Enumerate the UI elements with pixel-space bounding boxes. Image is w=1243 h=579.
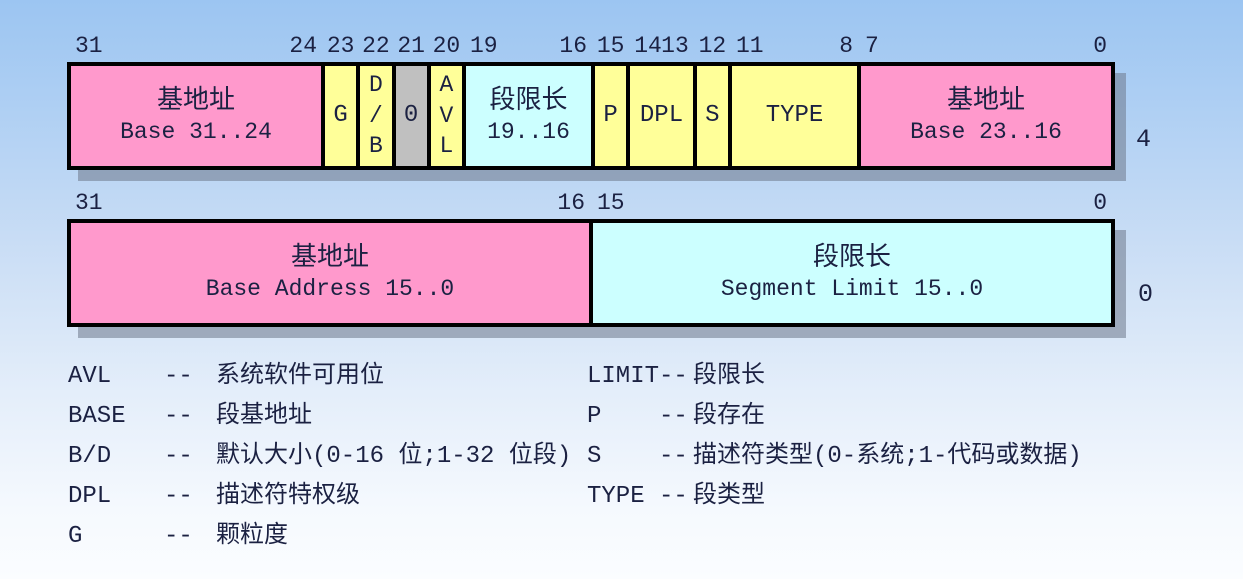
field-letter: DPL <box>639 101 684 129</box>
field-dpl: 14 13 DPL <box>630 33 693 166</box>
legend-row-limit: LIMIT -- 段限长 <box>587 357 1082 397</box>
byte-offset-low: 0 <box>1138 280 1154 309</box>
field-segment-limit-15-0: 15 0 段限长 Segment Limit 15..0 <box>593 190 1111 323</box>
bit-label-22: 22 <box>362 33 390 59</box>
legend-term: TYPE <box>587 483 645 510</box>
legend-dash: -- <box>164 483 193 510</box>
legend-desc: 默认大小(0-16 位;1-32 位段) <box>216 443 572 470</box>
legend-term: LIMIT <box>587 363 660 390</box>
legend-desc: 段限长 <box>693 363 765 390</box>
field-reserved-zero: 21 0 <box>395 33 427 166</box>
bit-label-15: 15 <box>596 33 625 59</box>
bit-label-14: 14 <box>634 33 662 59</box>
legend-row-base: BASE -- 段基地址 <box>68 397 571 437</box>
bit-label-16: 16 <box>557 190 585 216</box>
field-name-en: Segment Limit 15..0 <box>720 276 984 303</box>
field-name-en: Base 31..24 <box>120 119 272 146</box>
legend-term: DPL <box>68 483 112 510</box>
bit-label-15: 15 <box>597 190 625 216</box>
legend-left-column: AVL -- 系统软件可用位 BASE -- 段基地址 B/D -- 默认大小(… <box>68 357 571 557</box>
legend-dash: -- <box>164 443 193 470</box>
legend-dash: -- <box>659 363 688 390</box>
legend-row-avl: AVL -- 系统软件可用位 <box>68 357 571 397</box>
field-g: 23 G <box>325 33 357 166</box>
field-letter: 0 <box>403 101 419 129</box>
bit-label-21: 21 <box>397 33 425 59</box>
legend-row-p: P -- 段存在 <box>587 397 1082 437</box>
legend-desc: 颗粒度 <box>216 523 288 550</box>
bit-label-8: 8 <box>839 33 853 59</box>
field-name-cn: 基地址 <box>156 85 235 116</box>
legend-desc: 系统软件可用位 <box>216 363 384 390</box>
bit-label-20: 20 <box>432 33 461 59</box>
bit-label-12: 12 <box>698 33 727 59</box>
legend-term: S <box>587 443 602 470</box>
legend-dash: -- <box>659 443 688 470</box>
field-limit-19-16: 19 16 段限长 19..16 <box>466 33 591 166</box>
bit-label-24: 24 <box>289 33 317 59</box>
legend-dash: -- <box>164 363 193 390</box>
field-d-b: 22 D / B <box>360 33 392 166</box>
bit-label-23: 23 <box>326 33 355 59</box>
legend-desc: 段存在 <box>693 403 765 430</box>
legend-right-column: LIMIT -- 段限长 P -- 段存在 S -- 描述符类型(0-系统;1-… <box>587 357 1082 517</box>
bit-label-19: 19 <box>470 33 498 59</box>
bit-label-11: 11 <box>736 33 764 59</box>
legend-term: AVL <box>68 363 112 390</box>
field-letter: L <box>439 133 454 160</box>
field-name-en: Base Address 15..0 <box>205 276 455 303</box>
field-letter: TYPE <box>765 101 824 129</box>
field-base-15-0: 31 16 基地址 Base Address 15..0 <box>71 190 589 323</box>
field-name-cn: 段限长 <box>812 242 891 273</box>
legend-term: B/D <box>68 443 112 470</box>
legend-row-s: S -- 描述符类型(0-系统;1-代码或数据) <box>587 437 1082 477</box>
descriptor-row-high-dword: 31 24 基地址 Base 31..24 23 G 22 D / B 21 0… <box>67 33 1115 170</box>
field-name-cn: 基地址 <box>290 242 369 273</box>
legend-term: BASE <box>68 403 126 430</box>
bit-label-13: 13 <box>661 33 689 59</box>
field-letter: G <box>333 101 348 129</box>
legend-dash: -- <box>164 523 193 550</box>
legend-desc: 段基地址 <box>216 403 312 430</box>
bit-label-31: 31 <box>75 190 103 216</box>
field-p: 15 P <box>595 33 627 166</box>
byte-offset-high: 4 <box>1136 125 1152 154</box>
field-name-cn: 基地址 <box>946 85 1025 116</box>
legend-term: G <box>68 523 83 550</box>
legend-row-bd: B/D -- 默认大小(0-16 位;1-32 位段) <box>68 437 571 477</box>
legend-row-g: G -- 颗粒度 <box>68 517 571 557</box>
field-avl: 20 A V L <box>430 33 462 166</box>
field-letter: V <box>439 102 454 129</box>
legend-dash: -- <box>164 403 193 430</box>
field-letter: A <box>439 72 454 99</box>
legend-desc: 段类型 <box>693 483 765 510</box>
field-letter: S <box>705 101 720 129</box>
legend-term: P <box>587 403 602 430</box>
bit-label-31: 31 <box>75 33 103 59</box>
field-base-31-24: 31 24 基地址 Base 31..24 <box>71 33 321 166</box>
field-name-cn: 段限长 <box>489 85 568 116</box>
field-name-en: 19..16 <box>487 119 570 146</box>
descriptor-row-low-dword: 31 16 基地址 Base Address 15..0 15 0 段限长 Se… <box>67 190 1115 327</box>
field-s: 12 S <box>696 33 728 166</box>
field-letter: / <box>368 102 383 129</box>
field-letter: B <box>368 133 383 160</box>
legend-dash: -- <box>659 403 688 430</box>
field-type: 11 8 TYPE <box>732 33 857 166</box>
legend-dash: -- <box>659 483 688 510</box>
field-base-23-16: 7 0 基地址 Base 23..16 <box>861 33 1111 166</box>
legend-desc: 描述符类型(0-系统;1-代码或数据) <box>693 443 1082 470</box>
field-name-en: Base 23..16 <box>910 119 1062 146</box>
bit-label-7: 7 <box>865 33 879 59</box>
legend-row-type: TYPE -- 段类型 <box>587 477 1082 517</box>
field-letter: P <box>603 101 618 129</box>
field-letter: D <box>368 72 383 99</box>
legend-desc: 描述符特权级 <box>216 483 360 510</box>
bit-label-16: 16 <box>559 33 587 59</box>
bit-label-0: 0 <box>1093 33 1107 59</box>
bit-label-0: 0 <box>1093 190 1107 216</box>
legend-row-dpl: DPL -- 描述符特权级 <box>68 477 571 517</box>
